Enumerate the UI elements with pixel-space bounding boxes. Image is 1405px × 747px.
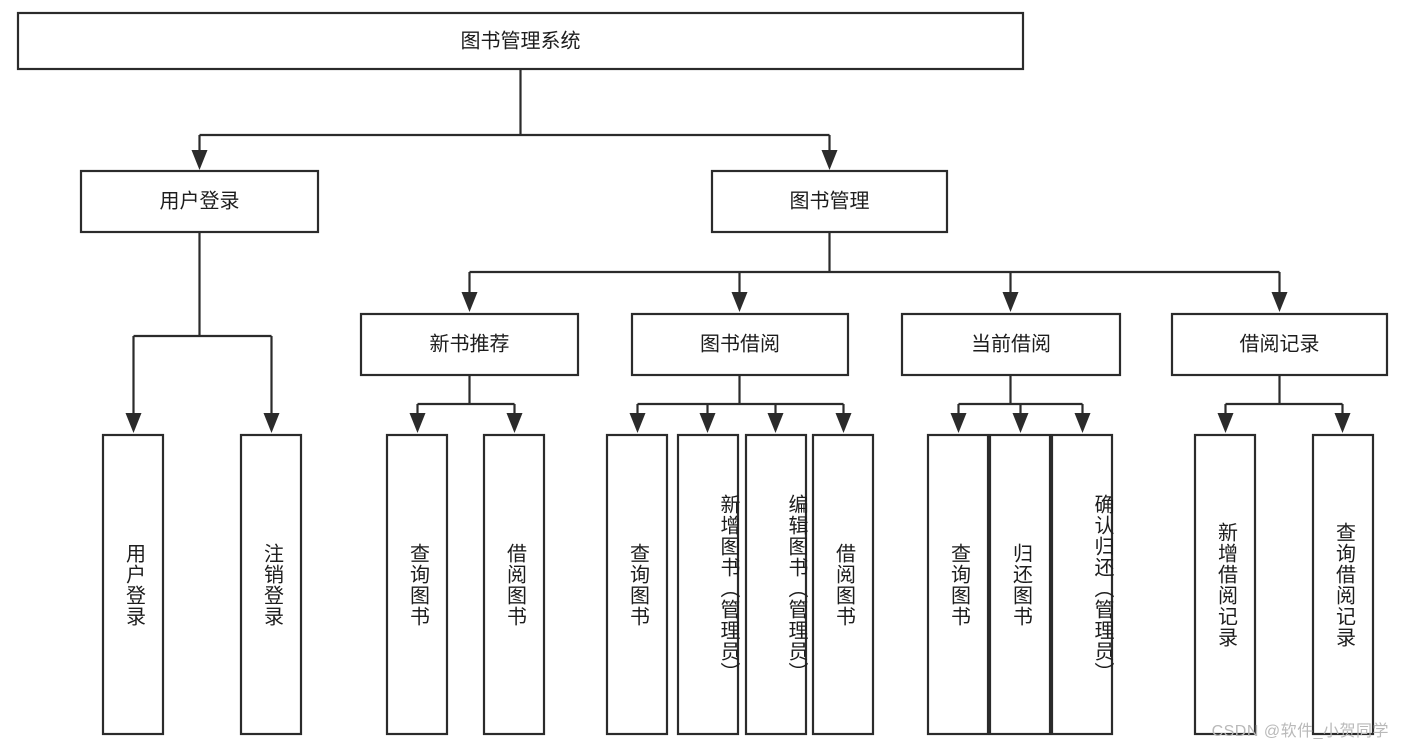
node-leaf-user-logout-box[interactable]	[239, 433, 303, 736]
arrow-head-new-book-rec	[461, 292, 478, 312]
node-leaf-confirm-return-box[interactable]	[1050, 433, 1114, 736]
edge-group-root	[191, 69, 838, 170]
arrow-head-leaf-query-book-current	[950, 413, 967, 433]
node-root[interactable]: 图书管理系统	[16, 11, 1025, 71]
edge-group-current-borrow	[950, 375, 1091, 433]
node-current-borrow-label: 当前借阅	[971, 332, 1051, 355]
node-user-login-box[interactable]	[79, 169, 320, 234]
node-book-manage-box[interactable]	[710, 169, 949, 234]
arrow-head-leaf-return-book	[1012, 413, 1029, 433]
arrow-head-leaf-query-record	[1334, 413, 1351, 433]
node-leaf-add-book-box[interactable]	[676, 433, 740, 736]
watermark-text: CSDN @软件_小贺同学	[1211, 723, 1389, 740]
node-leaf-edit-book-box[interactable]	[744, 433, 808, 736]
node-user-login-label: 用户登录	[160, 189, 240, 212]
node-new-book-rec-label: 新书推荐	[430, 332, 510, 355]
arrow-head-leaf-query-book-rec	[409, 413, 426, 433]
node-new-book-rec-box[interactable]	[359, 312, 580, 377]
node-book-borrow-label: 图书借阅	[700, 332, 780, 355]
node-leaf-add-record-box[interactable]	[1193, 433, 1257, 736]
node-borrow-record-label: 借阅记录	[1240, 332, 1320, 355]
node-leaf-query-book-current-box[interactable]	[926, 433, 990, 736]
node-current-borrow-box[interactable]	[900, 312, 1122, 377]
node-root-box[interactable]	[16, 11, 1025, 71]
arrow-head-leaf-borrow-book-rec	[506, 413, 523, 433]
node-leaf-borrow-book-box[interactable]	[811, 433, 875, 736]
node-leaf-return-book-box[interactable]	[988, 433, 1052, 736]
node-borrow-record[interactable]: 借阅记录	[1170, 312, 1389, 377]
leaf-node-boxes	[101, 433, 1375, 736]
node-root-label: 图书管理系统	[461, 29, 581, 52]
arrow-head-leaf-add-book	[699, 413, 716, 433]
edge-group-user-login	[125, 232, 280, 433]
node-leaf-borrow-book-rec-box[interactable]	[482, 433, 546, 736]
edge-group-new-book-rec	[409, 375, 523, 433]
arrow-head-leaf-confirm-return	[1074, 413, 1091, 433]
arrow-head-user-login	[191, 150, 208, 170]
arrow-head-book-borrow	[731, 292, 748, 312]
node-book-borrow[interactable]: 图书借阅	[630, 312, 850, 377]
arrow-head-leaf-user-logout	[263, 413, 280, 433]
edge-group-borrow-record	[1217, 375, 1351, 433]
arrow-head-leaf-edit-book	[767, 413, 784, 433]
node-leaf-query-book-borrow-box[interactable]	[605, 433, 669, 736]
arrow-head-leaf-add-record	[1217, 413, 1234, 433]
node-borrow-record-box[interactable]	[1170, 312, 1389, 377]
arrow-head-leaf-borrow-book	[835, 413, 852, 433]
arrow-head-borrow-record	[1271, 292, 1288, 312]
node-leaf-query-book-rec-box[interactable]	[385, 433, 449, 736]
arrow-head-current-borrow	[1002, 292, 1019, 312]
node-current-borrow[interactable]: 当前借阅	[900, 312, 1122, 377]
arrow-head-leaf-query-book-borrow	[629, 413, 646, 433]
edge-group-book-manage	[461, 232, 1288, 312]
node-book-manage[interactable]: 图书管理	[710, 169, 949, 234]
node-leaf-query-record-box[interactable]	[1311, 433, 1375, 736]
node-user-login[interactable]: 用户登录	[79, 169, 320, 234]
node-leaf-user-login-box[interactable]	[101, 433, 165, 736]
arrow-head-leaf-user-login	[125, 413, 142, 433]
node-book-manage-label: 图书管理	[790, 189, 870, 212]
arrow-head-book-manage	[821, 150, 838, 170]
edge-group-book-borrow	[629, 375, 852, 433]
node-book-borrow-box[interactable]	[630, 312, 850, 377]
node-new-book-rec[interactable]: 新书推荐	[359, 312, 580, 377]
